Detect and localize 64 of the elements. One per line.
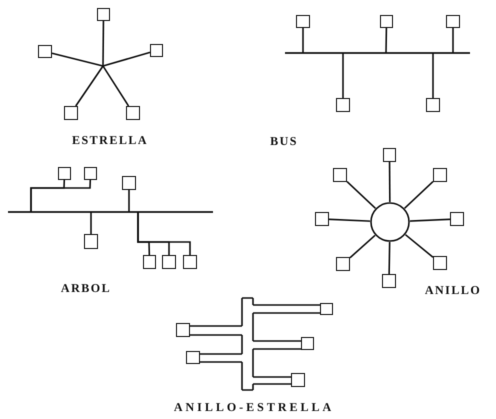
connector-line (30, 180, 92, 212)
terminal-box (84, 167, 97, 180)
terminal-box (382, 274, 396, 288)
connector-line (189, 325, 243, 336)
terminal-box (433, 168, 447, 182)
terminal-box (426, 98, 440, 112)
terminal-box (38, 45, 52, 58)
connector-line (385, 28, 388, 54)
connector-line (102, 66, 130, 106)
terminal-box (183, 255, 197, 269)
topology-title: ESTRELLA (72, 133, 148, 148)
topology-title: ANILLO (424, 283, 482, 298)
terminal-box (446, 15, 460, 28)
terminal-box (291, 373, 305, 387)
connector-line (388, 162, 391, 202)
ring-bar (242, 298, 253, 390)
connector-line (252, 376, 292, 385)
connector-line (137, 212, 191, 255)
connector-line (302, 28, 304, 53)
connector-line (128, 190, 130, 212)
connector-line (52, 52, 104, 67)
connector-line (252, 340, 302, 350)
ring-circle (370, 202, 410, 242)
terminal-box (84, 234, 98, 249)
terminal-box (58, 167, 71, 180)
terminal-box (380, 15, 393, 28)
connector-line (75, 66, 104, 106)
topology-title: ARBOL (60, 281, 112, 296)
terminal-box (150, 44, 163, 57)
terminal-box (296, 15, 310, 28)
connector-line (342, 53, 344, 98)
terminal-box (126, 106, 140, 120)
connector-line (432, 53, 434, 98)
connector-line (199, 353, 243, 363)
terminal-box (336, 257, 350, 271)
topology-title: ANILLO-ESTRELLA (174, 400, 334, 415)
connector-line (404, 181, 434, 209)
connector-line (252, 304, 321, 314)
terminal-box (301, 337, 314, 350)
connector-line (349, 234, 376, 258)
connector-line (102, 21, 104, 66)
terminal-box (433, 256, 447, 270)
connector-line (346, 181, 376, 209)
connector-line (328, 218, 370, 222)
terminal-box (383, 148, 396, 162)
terminal-box (336, 98, 350, 112)
terminal-box (162, 255, 176, 269)
connector-line (90, 212, 92, 234)
terminal-box (315, 212, 329, 226)
terminal-box (333, 168, 347, 182)
connector-line (410, 218, 450, 222)
terminal-box (450, 212, 464, 226)
terminal-box (186, 351, 200, 364)
topology-title: BUS (270, 134, 298, 149)
connector-line (404, 234, 434, 258)
terminal-box (64, 106, 78, 120)
terminal-box (97, 8, 110, 21)
connector-line (452, 28, 454, 53)
connector-line (388, 242, 390, 274)
terminal-box (320, 303, 333, 315)
connector-line (102, 52, 150, 67)
terminal-box (176, 323, 190, 337)
terminal-box (143, 255, 156, 269)
terminal-box (122, 176, 136, 190)
